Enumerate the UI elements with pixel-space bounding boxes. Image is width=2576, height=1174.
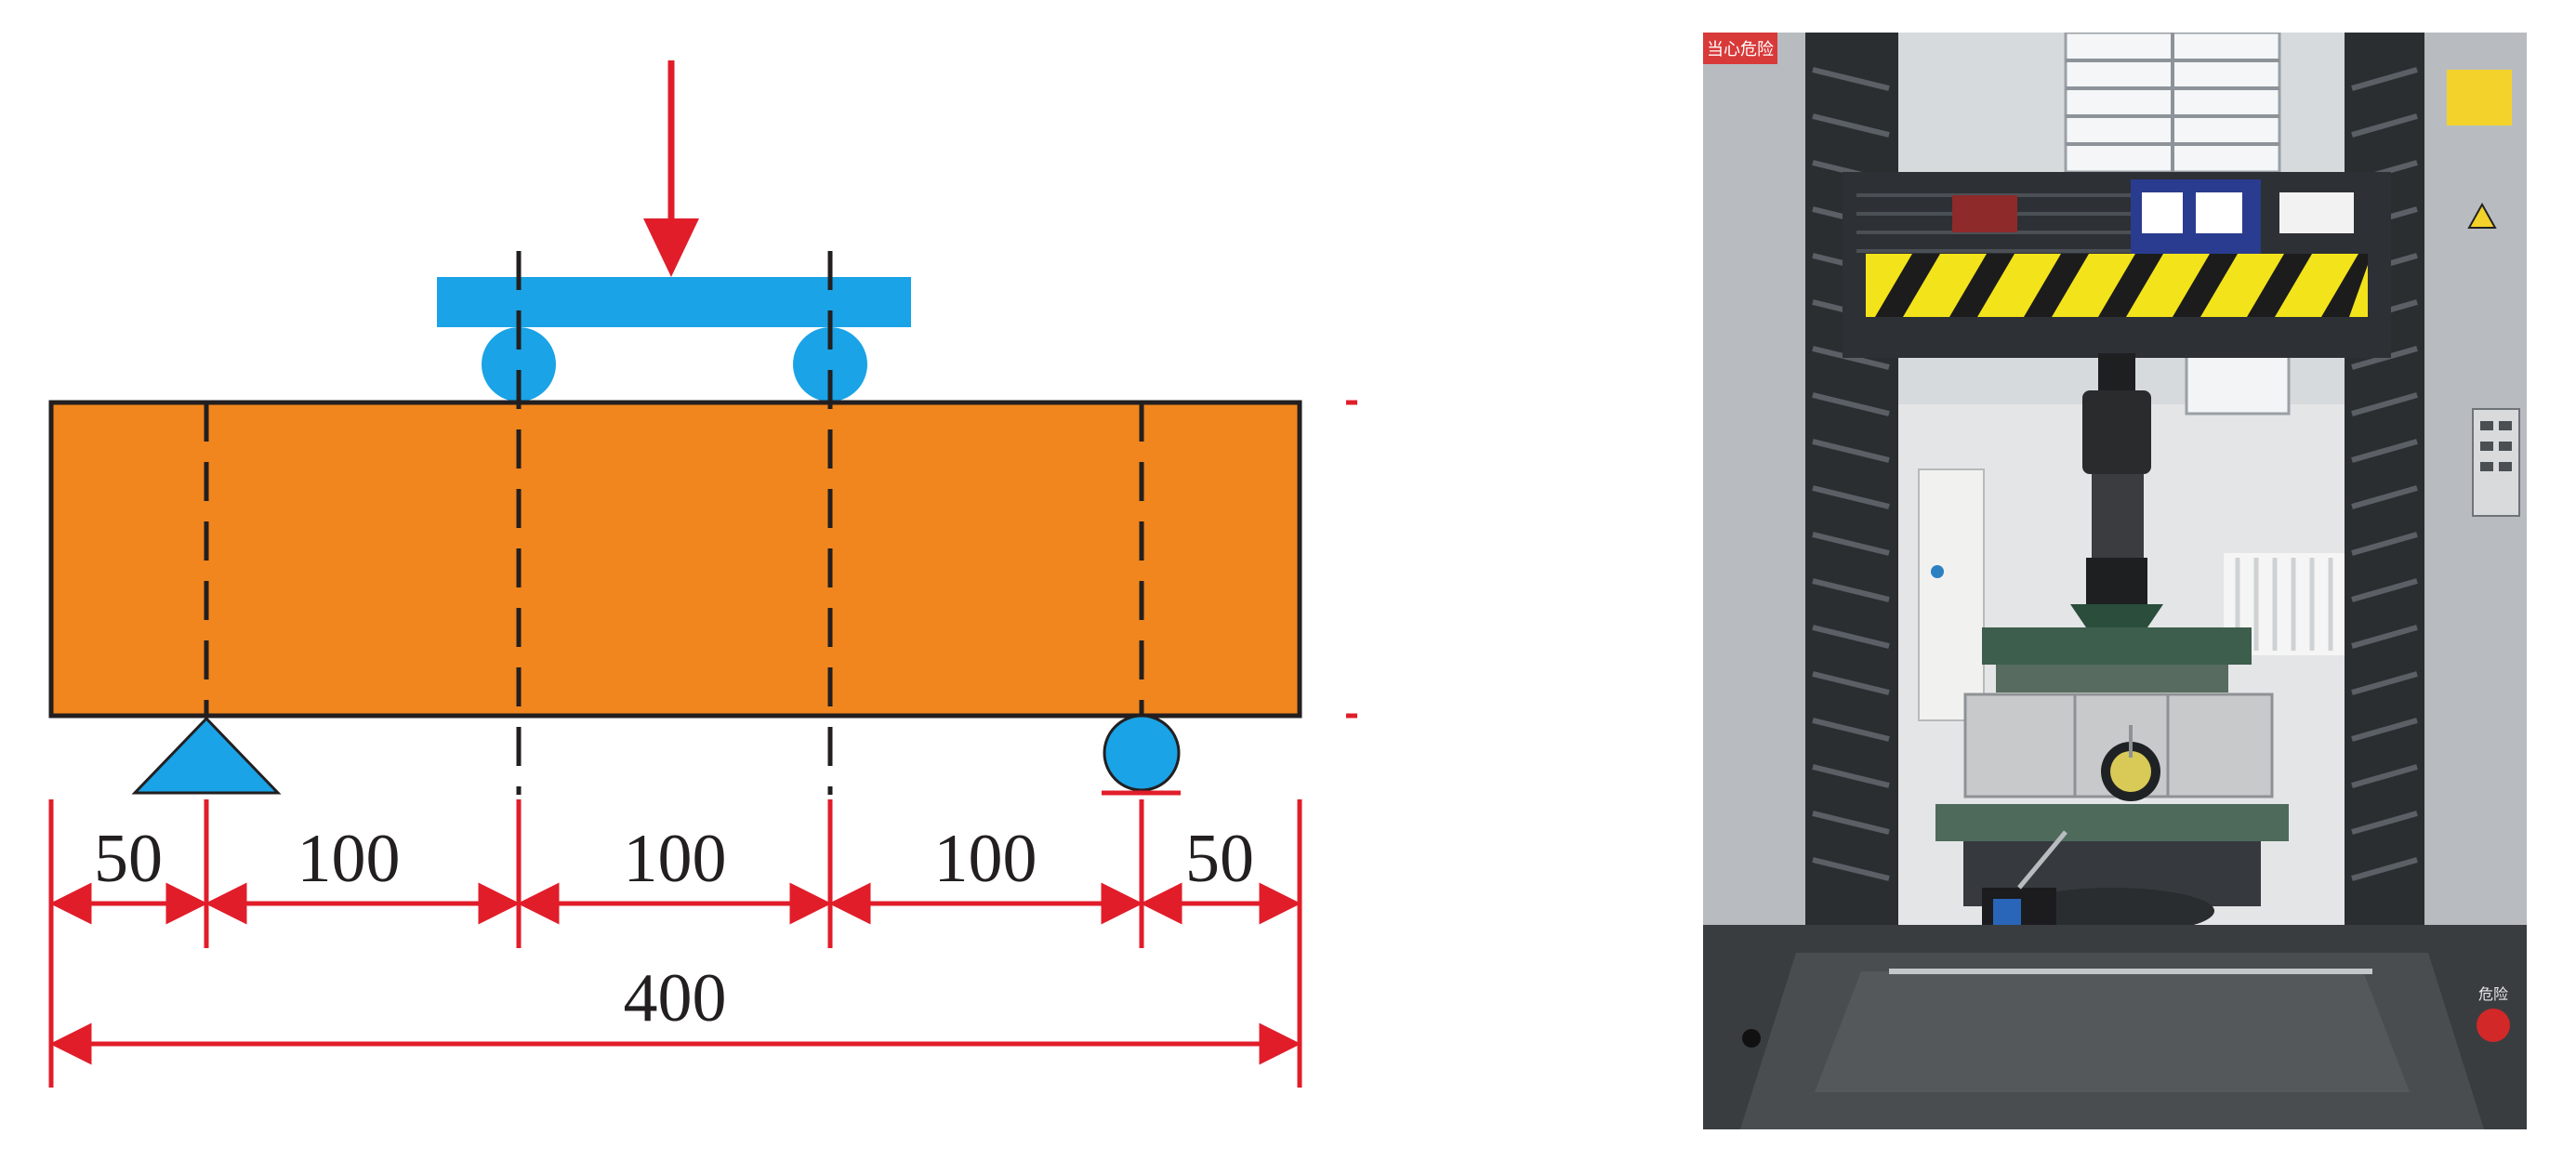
- dimension-label-segment-4: 100: [934, 821, 1037, 897]
- pin-support: [131, 716, 282, 795]
- upper-crosshead: [1843, 172, 2391, 358]
- loading-beam: [437, 277, 911, 327]
- side-cabinet: [1918, 468, 1985, 721]
- warning-sign: 当心危险: [1703, 33, 1777, 64]
- dimension-label-height: 100: [1347, 508, 1357, 612]
- testing-machine-photo: 当心危险: [1703, 33, 2527, 1129]
- loading-roller-left: [482, 327, 556, 402]
- lower-fixture: [1935, 804, 2289, 934]
- four-point-bending-diagram: 50 100 100 100 50 400 100: [48, 60, 1357, 1088]
- machine-left-column: [1703, 33, 1898, 925]
- dashed-reference-lines: [204, 251, 1144, 795]
- dimension-lines: [49, 882, 1301, 1065]
- roller-support: [1102, 714, 1181, 796]
- dial-gauge: [2101, 725, 2160, 801]
- warning-sign-text: 当心危险: [1707, 40, 1774, 59]
- machine-base: 危险: [1703, 925, 2527, 1129]
- specimen-beam: [48, 400, 1302, 719]
- dimension-label-segment-1: 50: [94, 821, 163, 897]
- dimension-label-segment-3: 100: [624, 821, 727, 897]
- machine-right-column: [2345, 33, 2527, 925]
- load-cell-and-upper-fixture: [2070, 353, 2163, 627]
- load-arrow: [643, 60, 699, 277]
- dimension-label-segment-5: 50: [1185, 821, 1254, 897]
- emergency-panel-label: 危险: [2478, 985, 2508, 1003]
- loading-roller-right: [793, 327, 867, 402]
- loading-head: [1982, 627, 2252, 665]
- dimension-label-total: 400: [624, 960, 727, 1036]
- dimension-label-segment-2: 100: [297, 821, 401, 897]
